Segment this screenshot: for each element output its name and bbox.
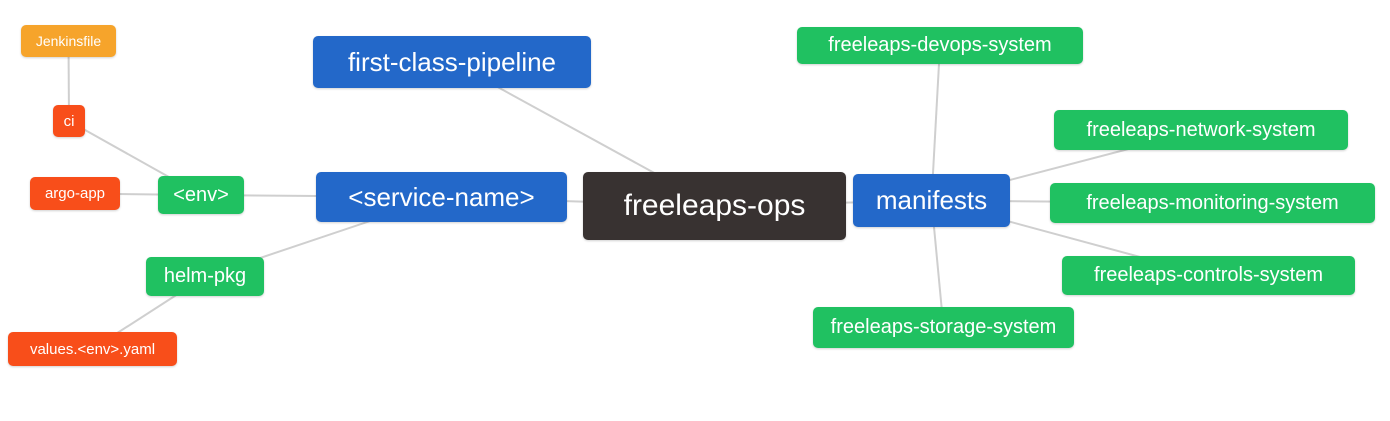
node-controls-system[interactable]: freeleaps-controls-system: [1062, 256, 1355, 295]
node-first-class-pipeline[interactable]: first-class-pipeline: [313, 36, 591, 88]
node-jenkinsfile[interactable]: Jenkinsfile: [21, 25, 116, 57]
node-env[interactable]: <env>: [158, 176, 244, 214]
node-values-env-yaml[interactable]: values.<env>.yaml: [8, 332, 177, 366]
node-freeleaps-ops[interactable]: freeleaps-ops: [583, 172, 846, 240]
node-ci[interactable]: ci: [53, 105, 85, 137]
node-storage-system[interactable]: freeleaps-storage-system: [813, 307, 1074, 348]
node-argo-app[interactable]: argo-app: [30, 177, 120, 210]
node-monitoring-system[interactable]: freeleaps-monitoring-system: [1050, 183, 1375, 223]
node-devops-system[interactable]: freeleaps-devops-system: [797, 27, 1083, 64]
node-service-name[interactable]: <service-name>: [316, 172, 567, 222]
node-manifests[interactable]: manifests: [853, 174, 1010, 227]
node-helm-pkg[interactable]: helm-pkg: [146, 257, 264, 296]
node-network-system[interactable]: freeleaps-network-system: [1054, 110, 1348, 150]
